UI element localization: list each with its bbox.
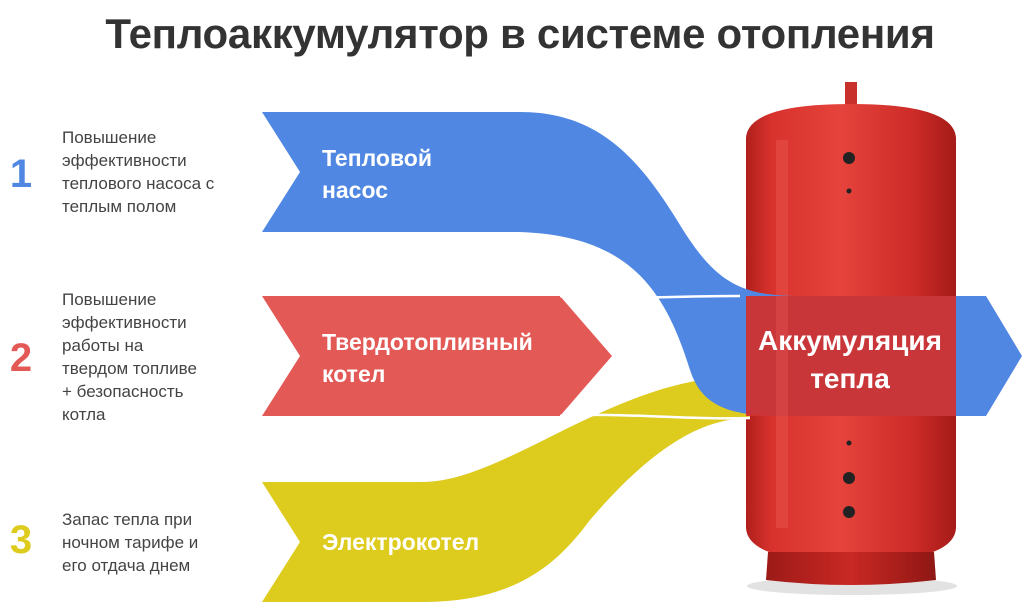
tank-port: [843, 152, 855, 164]
item-number-1: 1: [9, 152, 33, 196]
stream-separator: [559, 413, 751, 420]
arrow-solid-fuel-boiler: [262, 296, 612, 416]
tank-port: [843, 506, 855, 518]
tank-port: [846, 188, 852, 194]
tank-top-pipe: [845, 82, 857, 106]
item-description-2: Повышение эффективности работы на твердо…: [62, 290, 197, 424]
result-label: Аккумуляция тепла: [758, 325, 942, 394]
page-title: Теплоаккумулятор в системе отопления: [105, 10, 935, 57]
item-number-3: 3: [9, 518, 33, 562]
tank-port: [843, 472, 855, 484]
arrow-label-solid-fuel-boiler: Твердотопливный котел: [322, 329, 533, 387]
tank-highlight: [776, 296, 788, 416]
item-description-3: Запас тепла при ночном тарифе и его отда…: [62, 510, 199, 575]
item-description-1: Повышение эффективности теплового насоса…: [62, 128, 215, 216]
item-number-2: 2: [9, 336, 33, 380]
tank-base: [766, 552, 936, 585]
stream-separator: [559, 294, 741, 300]
tank-port: [846, 440, 852, 446]
arrow-label-heat-pump: Тепловой насос: [322, 145, 432, 203]
arrow-electric-boiler: [262, 376, 750, 602]
tank-overlay: [746, 296, 956, 416]
arrow-label-electric-boiler: Электрокотел: [322, 529, 480, 555]
